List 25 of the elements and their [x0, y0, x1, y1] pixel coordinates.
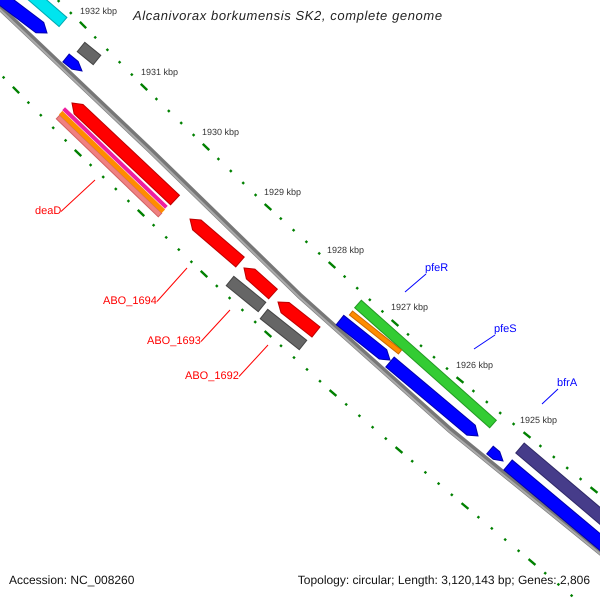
leader-line	[542, 388, 558, 404]
gene-label: pfeS	[494, 324, 517, 335]
gene-label: ABO_1693	[147, 336, 201, 347]
position-label: 1931 kbp	[141, 68, 178, 77]
position-label: 1925 kbp	[520, 416, 558, 425]
position-label: 1926 kbp	[456, 361, 494, 370]
genome-stats-label: Topology: circular; Length: 3,120,143 bp; Genes: 2,806	[298, 574, 590, 586]
position-label: 1929 kbp	[264, 188, 302, 197]
gene-label: pfeR	[425, 263, 448, 274]
leader-line	[474, 334, 496, 350]
leader-line	[238, 344, 268, 377]
leader-line	[60, 180, 96, 212]
leader-line	[404, 274, 426, 292]
position-label: 1928 kbp	[327, 246, 364, 255]
position-label: 1927 kbp	[391, 303, 428, 312]
leader-line	[156, 268, 188, 302]
gene-label: bfrA	[557, 378, 578, 389]
position-label: 1930 kbp	[202, 128, 240, 137]
gene-label: ABO_1692	[185, 371, 239, 382]
gene-label: deaD	[35, 206, 62, 217]
accession-label: Accession: NC_008260	[9, 574, 134, 586]
position-label: 1932 kbp	[80, 7, 118, 16]
genome-title: Alcanivorax borkumensis SK2, complete genome	[133, 9, 443, 22]
leader-line	[200, 310, 230, 342]
gene-label: ABO_1694	[103, 296, 157, 307]
